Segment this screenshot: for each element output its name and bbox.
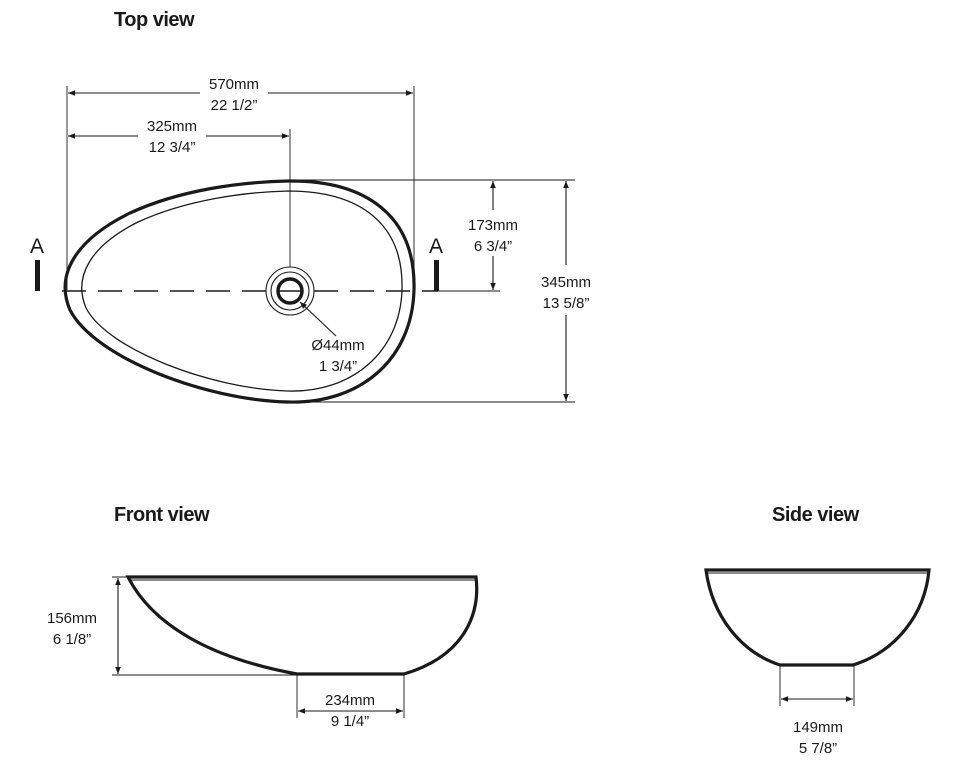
overall-length-mm: 570mm	[209, 76, 259, 93]
section-marker-right: A	[429, 235, 443, 291]
drain-diameter-mm: Ø44mm	[311, 337, 364, 354]
height-inch: 6 1/8”	[53, 631, 91, 648]
overall-width-mm: 345mm	[541, 274, 591, 291]
drain-offset-mm: 325mm	[147, 118, 197, 135]
height-mm: 156mm	[47, 610, 97, 627]
base-length-inch: 9 1/4”	[331, 713, 369, 730]
base-width-mm: 149mm	[793, 719, 843, 736]
overall-width-inch: 13 5/8”	[543, 295, 590, 312]
half-width-mm: 173mm	[468, 217, 518, 234]
drain-offset-inch: 12 3/4”	[149, 139, 196, 156]
top-view: Top view A A 570m	[30, 9, 591, 404]
dimension-base-length: 234mm 9 1/4”	[298, 692, 403, 730]
top-view-title: Top view	[114, 9, 195, 31]
half-width-inch: 6 3/4”	[474, 238, 512, 255]
side-view-basin-outline	[704, 568, 931, 667]
dimension-height: 156mm 6 1/8”	[47, 578, 121, 674]
top-view-basin-inner-rim	[81, 190, 403, 392]
top-view-basin-outline	[63, 179, 416, 404]
section-label-left: A	[30, 235, 44, 258]
section-label-right: A	[429, 235, 443, 258]
dimension-drain-diameter: Ø44mm 1 3/4”	[299, 301, 365, 375]
dimension-overall-length: 570mm 22 1/2”	[68, 76, 413, 114]
overall-length-inch: 22 1/2”	[211, 97, 258, 114]
dimension-base-width: 149mm 5 7/8”	[781, 696, 853, 757]
side-view: Side view 149mm 5 7/8”	[704, 504, 931, 757]
dimension-drain-offset: 325mm 12 3/4”	[68, 118, 289, 156]
dimension-half-width: 173mm 6 3/4”	[468, 181, 518, 290]
section-marker-left: A	[30, 235, 44, 291]
side-view-title: Side view	[772, 504, 860, 526]
base-length-mm: 234mm	[325, 692, 375, 709]
dimension-overall-width: 345mm 13 5/8”	[541, 181, 591, 401]
base-width-inch: 5 7/8”	[799, 740, 837, 757]
front-view-basin-outline	[125, 575, 479, 676]
front-view: Front view 156mm 6 1/8” 234mm 9 1/4”	[47, 504, 479, 730]
drain-diameter-inch: 1 3/4”	[319, 358, 357, 375]
front-view-title: Front view	[114, 504, 210, 526]
